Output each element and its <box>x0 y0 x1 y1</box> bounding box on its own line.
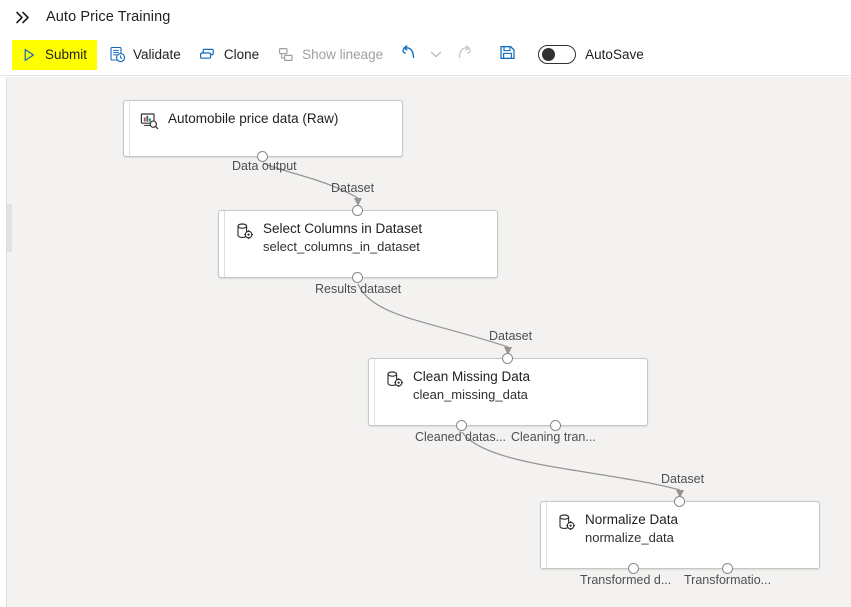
pipeline-canvas[interactable]: Automobile price data (Raw) Data output <box>0 77 851 607</box>
node-title: Automobile price data (Raw) <box>168 111 339 126</box>
title-bar: Auto Price Training <box>0 0 851 34</box>
autosave-toggle-knob <box>542 48 556 61</box>
output-port-cleaning-transformation[interactable] <box>550 420 561 431</box>
output-port-label-results-dataset: Results dataset <box>315 282 402 296</box>
validate-button[interactable]: Validate <box>101 40 188 70</box>
autosave-control: AutoSave <box>538 45 644 64</box>
node-left-strip <box>224 211 225 277</box>
undo-arrow-icon <box>400 43 419 67</box>
pipeline-node-automobile-price-data-raw[interactable]: Automobile price data (Raw) <box>123 100 403 157</box>
input-port-dataset[interactable] <box>502 353 513 364</box>
node-title: Normalize Data <box>585 512 679 527</box>
wire-label-dataset: Dataset <box>489 329 533 343</box>
pipeline-node-normalize-data[interactable]: Normalize Data normalize_data <box>540 501 820 569</box>
chevron-down-icon <box>430 46 442 64</box>
pipeline-node-clean-missing-data[interactable]: Clean Missing Data clean_missing_data <box>368 358 648 426</box>
panel-collapse-handle[interactable] <box>7 204 12 252</box>
node-subtitle: normalize_data <box>585 530 674 545</box>
output-port-results-dataset[interactable] <box>352 272 363 283</box>
submit-label: Submit <box>45 47 88 62</box>
show-lineage-button[interactable]: Show lineage <box>270 40 390 70</box>
output-port-label-transformation-function: Transformatio... <box>684 573 772 587</box>
toolbar: Submit Validate Clone <box>0 34 851 76</box>
save-button[interactable] <box>492 40 522 70</box>
input-port-dataset[interactable] <box>352 205 363 216</box>
validate-label: Validate <box>133 47 181 62</box>
module-gear-icon <box>384 369 404 389</box>
undo-button[interactable] <box>394 40 424 70</box>
output-port-transformed-dataset[interactable] <box>628 563 639 574</box>
output-port-label-cleaning-transformation: Cleaning tran... <box>511 430 596 444</box>
autosave-label: AutoSave <box>585 47 644 62</box>
output-port-label-data-output: Data output <box>232 159 297 173</box>
node-subtitle: select_columns_in_dataset <box>263 239 420 254</box>
autosave-toggle[interactable] <box>538 45 577 64</box>
clone-button[interactable]: Clone <box>192 40 266 70</box>
output-port-label-transformed-dataset: Transformed d... <box>580 573 672 587</box>
node-left-strip <box>374 359 375 425</box>
module-gear-icon <box>234 221 254 241</box>
output-port-data-output[interactable] <box>257 151 268 162</box>
undo-history-dropdown[interactable] <box>426 40 446 70</box>
left-rail <box>0 77 7 607</box>
clone-copy-icon <box>199 46 217 64</box>
output-port-label-cleaned-dataset: Cleaned datas... <box>415 430 507 444</box>
module-gear-icon <box>556 512 576 532</box>
show-lineage-label: Show lineage <box>302 47 384 62</box>
double-chevron-right-icon[interactable] <box>10 10 36 25</box>
dataset-chart-search-icon <box>139 111 159 131</box>
node-left-strip <box>129 101 130 156</box>
wire-label-dataset: Dataset <box>661 472 705 486</box>
node-subtitle: clean_missing_data <box>413 387 528 402</box>
clone-label: Clone <box>223 47 260 62</box>
output-port-cleaned-dataset[interactable] <box>456 420 467 431</box>
lineage-graph-icon <box>277 46 295 64</box>
submit-button[interactable]: Submit <box>12 39 98 70</box>
page-title: Auto Price Training <box>46 9 171 25</box>
save-floppy-icon <box>499 44 516 66</box>
play-triangle-icon <box>20 46 38 64</box>
node-title: Select Columns in Dataset <box>263 221 423 236</box>
redo-button[interactable] <box>448 40 478 70</box>
node-title: Clean Missing Data <box>413 369 531 384</box>
input-port-dataset[interactable] <box>674 496 685 507</box>
validate-clock-icon <box>108 46 126 64</box>
wire-label-dataset: Dataset <box>331 181 375 195</box>
pipeline-node-select-columns-in-dataset[interactable]: Select Columns in Dataset select_columns… <box>218 210 498 278</box>
output-port-transformation-function[interactable] <box>722 563 733 574</box>
node-left-strip <box>546 502 547 568</box>
redo-arrow-icon <box>454 43 473 67</box>
